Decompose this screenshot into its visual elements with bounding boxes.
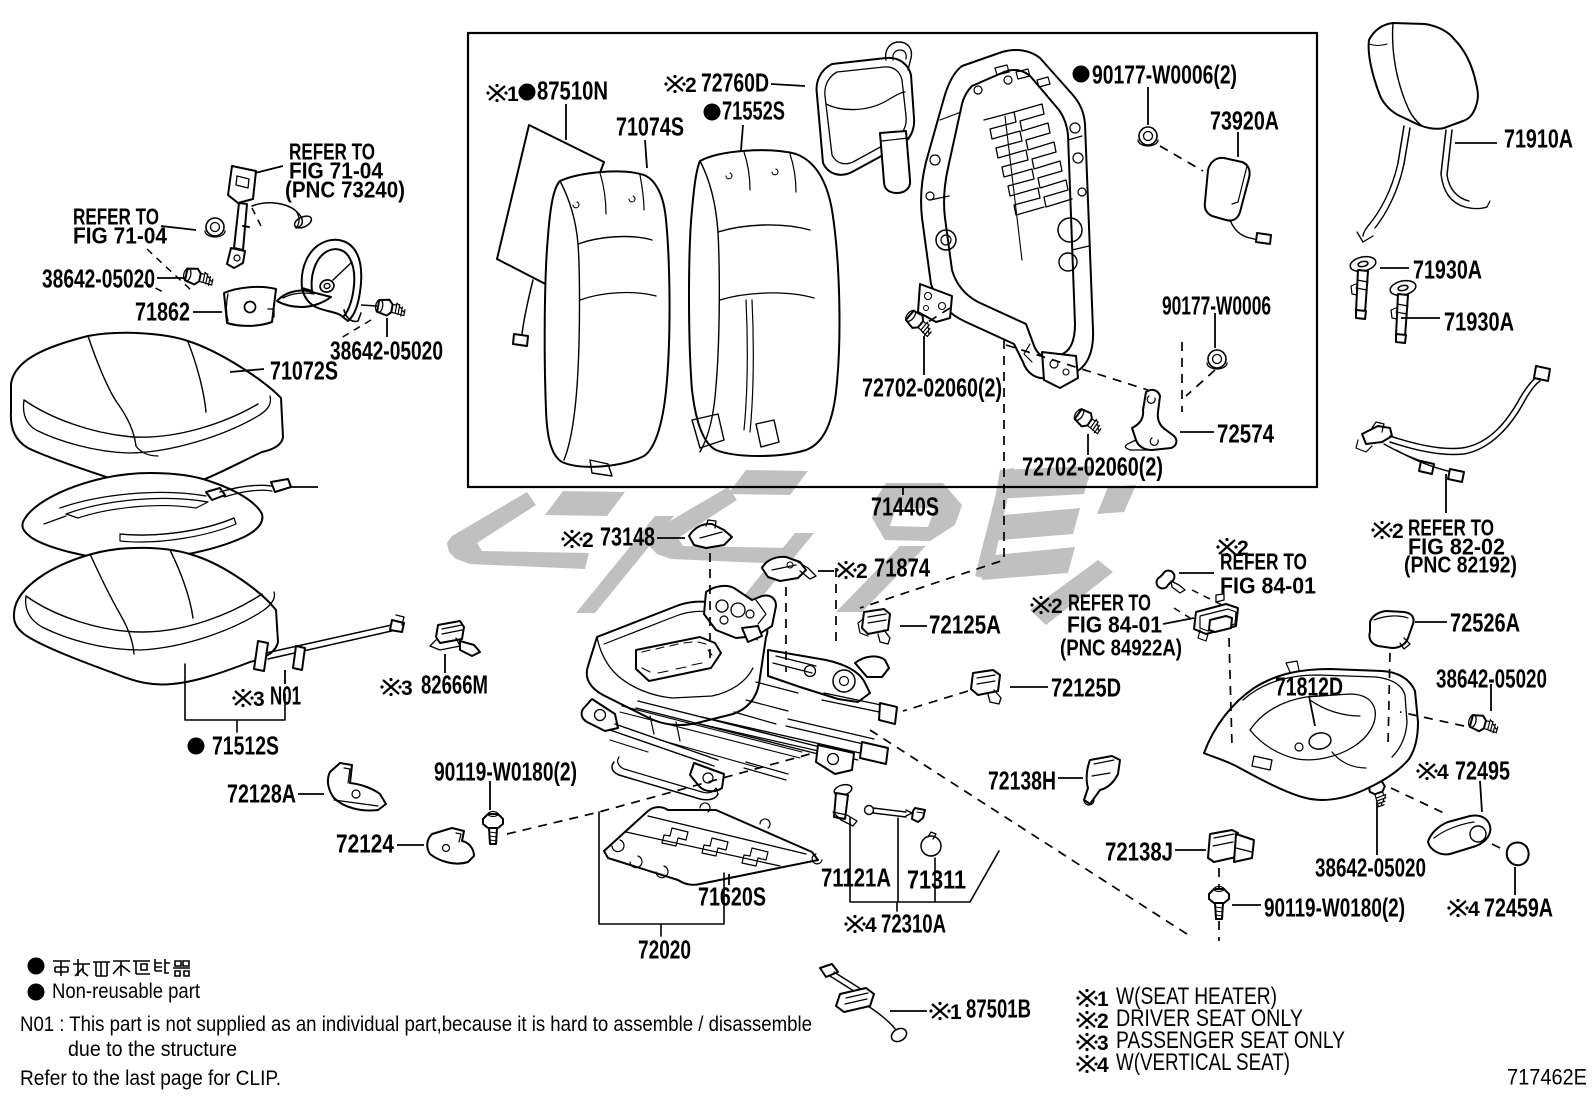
- svg-text:PASSENGER SEAT ONLY: PASSENGER SEAT ONLY: [1116, 1027, 1345, 1054]
- svg-text:72124: 72124: [336, 829, 394, 859]
- svg-text:71552S: 71552S: [722, 96, 785, 126]
- svg-text:72760D: 72760D: [701, 68, 769, 98]
- svg-text:72138H: 72138H: [988, 766, 1056, 796]
- svg-text:REFER TO: REFER TO: [1220, 549, 1307, 575]
- svg-text:(PNC 82192): (PNC 82192): [1404, 552, 1517, 578]
- svg-text:71512S: 71512S: [212, 731, 279, 761]
- svg-text:4: 4: [1097, 1054, 1109, 1077]
- svg-text:87501B: 87501B: [966, 994, 1031, 1024]
- svg-text:N01: N01: [270, 681, 301, 711]
- svg-text:FIG 71-04: FIG 71-04: [73, 223, 167, 249]
- svg-text:72125D: 72125D: [1051, 673, 1121, 703]
- svg-text:REFER TO: REFER TO: [1068, 590, 1151, 616]
- svg-text:72702-02060(2): 72702-02060(2): [862, 373, 1002, 403]
- svg-text:82666M: 82666M: [421, 670, 488, 700]
- svg-text:72526A: 72526A: [1450, 608, 1520, 638]
- svg-text:REFER TO: REFER TO: [1408, 515, 1494, 541]
- svg-text:72459A: 72459A: [1484, 893, 1553, 923]
- svg-text:2: 2: [582, 529, 594, 552]
- svg-text:W(SEAT HEATER): W(SEAT HEATER): [1116, 983, 1277, 1010]
- svg-text:71311: 71311: [907, 865, 966, 895]
- svg-text:72574: 72574: [1217, 419, 1274, 449]
- svg-text:2: 2: [685, 74, 697, 97]
- svg-text:71121A: 71121A: [821, 863, 891, 893]
- svg-text:71812D: 71812D: [1275, 672, 1343, 702]
- svg-text:38642-05020: 38642-05020: [330, 336, 443, 366]
- svg-text:73920A: 73920A: [1210, 106, 1279, 136]
- svg-text:72702-02060(2): 72702-02060(2): [1022, 452, 1163, 482]
- svg-text:72138J: 72138J: [1105, 837, 1173, 867]
- svg-text:71910A: 71910A: [1504, 124, 1573, 154]
- svg-text:71072S: 71072S: [270, 356, 338, 386]
- svg-text:71620S: 71620S: [698, 882, 766, 912]
- svg-text:3: 3: [1097, 1032, 1109, 1055]
- svg-text:2: 2: [1097, 1010, 1109, 1033]
- svg-text:90177-W0006(2): 90177-W0006(2): [1092, 60, 1237, 90]
- svg-text:4: 4: [1437, 761, 1449, 784]
- svg-text:1: 1: [1097, 988, 1109, 1011]
- svg-text:Non-reusable part: Non-reusable part: [52, 980, 200, 1003]
- svg-text:71930A: 71930A: [1444, 307, 1514, 337]
- svg-text:71874: 71874: [874, 553, 930, 583]
- svg-text:71440S: 71440S: [871, 492, 939, 522]
- svg-text:87510N: 87510N: [537, 76, 608, 106]
- svg-text:(PNC 84922A): (PNC 84922A): [1060, 635, 1182, 661]
- svg-text:72310A: 72310A: [881, 909, 946, 939]
- svg-text:38642-05020: 38642-05020: [42, 264, 155, 294]
- svg-text:(PNC 73240): (PNC 73240): [285, 177, 405, 203]
- svg-text:due to the structure: due to the structure: [68, 1038, 237, 1061]
- svg-text:3: 3: [253, 688, 265, 711]
- svg-text:90177-W0006: 90177-W0006: [1162, 291, 1271, 321]
- svg-text:71074S: 71074S: [616, 112, 684, 142]
- svg-text:REFER TO: REFER TO: [73, 204, 159, 230]
- svg-text:2: 2: [1237, 537, 1249, 560]
- svg-text:W(VERTICAL SEAT): W(VERTICAL SEAT): [1116, 1049, 1290, 1076]
- svg-text:FIG 84-01: FIG 84-01: [1067, 612, 1162, 638]
- svg-text:FIG 71-04: FIG 71-04: [289, 158, 383, 184]
- svg-text:DRIVER SEAT ONLY: DRIVER SEAT ONLY: [1116, 1005, 1303, 1032]
- svg-text:72128A: 72128A: [227, 779, 296, 809]
- svg-text:2: 2: [856, 560, 868, 583]
- svg-text:73148: 73148: [600, 522, 655, 552]
- svg-text:3: 3: [401, 677, 413, 700]
- svg-text:38642-05020: 38642-05020: [1436, 664, 1547, 694]
- svg-text:90119-W0180(2): 90119-W0180(2): [1264, 893, 1405, 923]
- svg-text:72495: 72495: [1455, 756, 1510, 786]
- svg-text:FIG 84-01: FIG 84-01: [1220, 573, 1316, 599]
- svg-text:71862: 71862: [135, 297, 190, 327]
- svg-text:38642-05020: 38642-05020: [1315, 853, 1426, 883]
- svg-text:717462E: 717462E: [1507, 1065, 1587, 1090]
- svg-text:Refer to the last page for CLI: Refer to the last page for CLIP.: [20, 1067, 281, 1090]
- svg-text:1: 1: [507, 83, 519, 106]
- svg-text:4: 4: [1468, 898, 1480, 921]
- svg-text:71930A: 71930A: [1413, 255, 1482, 285]
- svg-text:2: 2: [1051, 595, 1063, 618]
- svg-text:N01 : This part is not supplie: N01 : This part is not supplied as an in…: [20, 1013, 812, 1036]
- svg-text:72125A: 72125A: [929, 610, 1001, 640]
- svg-text:REFER TO: REFER TO: [289, 139, 375, 165]
- svg-text:2: 2: [1392, 520, 1404, 543]
- svg-text:90119-W0180(2): 90119-W0180(2): [434, 757, 577, 787]
- svg-text:72020: 72020: [638, 935, 691, 965]
- svg-text:FIG 82-02: FIG 82-02: [1408, 534, 1505, 560]
- svg-text:1: 1: [950, 1001, 962, 1024]
- svg-text:4: 4: [865, 914, 877, 937]
